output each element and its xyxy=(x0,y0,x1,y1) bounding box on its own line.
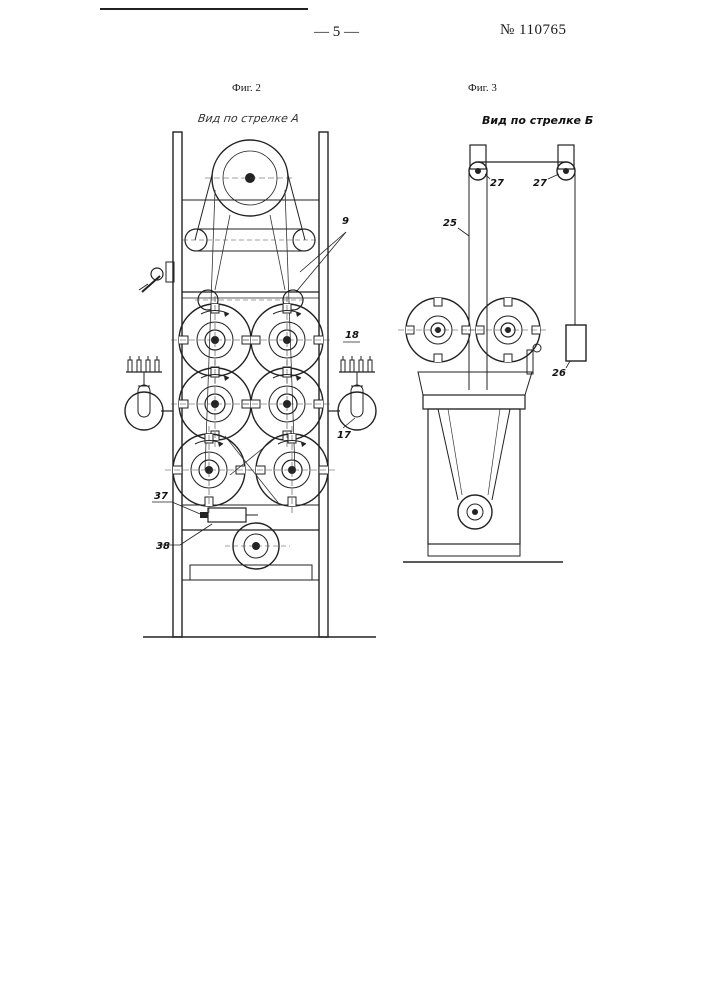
callout-26: 26 xyxy=(552,368,566,379)
callout-27-right: 27 xyxy=(533,178,547,189)
figure2-drawing: 9 18 17 37 38 xyxy=(125,132,376,637)
callout-27-left: 27 xyxy=(490,178,504,189)
callout-38: 38 xyxy=(156,541,170,552)
callout-37: 37 xyxy=(154,491,168,502)
callout-18: 18 xyxy=(345,330,359,341)
callout-17: 17 xyxy=(337,430,351,441)
figure3-drawing: 27 27 25 26 xyxy=(398,145,586,562)
callout-9: 9 xyxy=(342,216,349,227)
callout-25: 25 xyxy=(443,218,457,229)
